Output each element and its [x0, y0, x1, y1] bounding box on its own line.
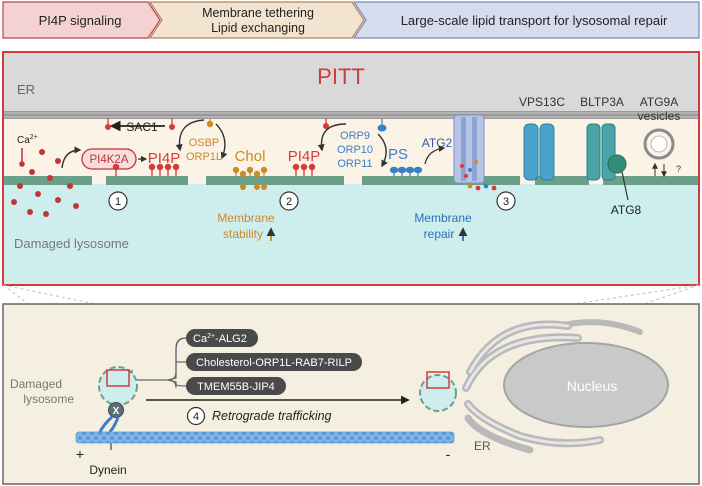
- vps13c-label: VPS13C: [519, 95, 565, 109]
- step-3-marker: 3: [496, 191, 516, 211]
- pathway-3-label: TMEM55B-JIP4: [197, 381, 275, 393]
- nucleus: [503, 342, 669, 428]
- stage-2-arrow: [148, 1, 365, 39]
- membrane-stability-line2: stability: [223, 227, 263, 241]
- atg9a-question: ?: [676, 164, 681, 174]
- stage-3-label: Large-scale lipid transport for lysosoma…: [401, 13, 668, 28]
- membrane-repair-line2: repair: [424, 227, 455, 241]
- atg2-label: ATG2: [422, 136, 453, 150]
- microtubule: [75, 431, 455, 444]
- pi4p-lipids-1: [112, 163, 180, 176]
- orp1l-label: ORP1L: [186, 151, 222, 163]
- svg-text:4: 4: [193, 411, 199, 423]
- step-2-marker: 2: [279, 191, 299, 211]
- pi4k2a-label: PI4K2A: [90, 154, 129, 166]
- stage-1-label: PI4P signaling: [39, 13, 122, 28]
- membrane-stability-line1: Membrane: [217, 211, 275, 225]
- stage-2-label-line2: Lipid exchanging: [211, 21, 305, 35]
- calcium-ions: [11, 149, 79, 217]
- pi4p-label-1: PI4P: [148, 150, 181, 167]
- pi4p-label-2: PI4P: [288, 148, 321, 165]
- pi4p-lipids-2: [292, 118, 330, 176]
- atg2-protein: [453, 114, 485, 184]
- svg-text:3: 3: [503, 196, 509, 208]
- calcium-label: Ca2+: [17, 134, 38, 146]
- pi4p-er-lipids: [104, 118, 176, 131]
- chol-label: Chol: [235, 148, 266, 165]
- lysosome-membrane: [4, 176, 698, 185]
- ps-er-lipid: [377, 119, 387, 132]
- nucleus-label: Nucleus: [567, 378, 618, 394]
- repaired-lysosome-icon: [419, 371, 457, 412]
- er-region: [4, 53, 698, 113]
- bottom-damaged-line1: Damaged: [10, 377, 62, 391]
- step-4-marker: 4: [186, 406, 206, 426]
- stage-2-label-line1: Membrane tethering: [202, 6, 314, 20]
- chol-lipids: [232, 166, 268, 191]
- stage-banner: PI4P signaling Membrane tethering Lipid …: [2, 1, 700, 39]
- bottom-er-label: ER: [474, 439, 491, 453]
- pathway-box-2: [186, 353, 362, 371]
- ps-lipids: [389, 166, 423, 176]
- orp9-label: ORP9: [340, 130, 370, 142]
- retrograde-label: Retrograde trafficking: [212, 409, 332, 423]
- sac1-label: SAC1: [126, 120, 158, 134]
- atg9a-label-line2: vesicles: [638, 109, 681, 123]
- damaged-lysosome-label: Damaged lysosome: [14, 236, 129, 251]
- membrane-repair-line1: Membrane: [414, 211, 472, 225]
- stage-1-arrow: [2, 1, 161, 39]
- vps13c-protein: [523, 123, 555, 181]
- step-1-marker: 1: [108, 191, 128, 211]
- dynein-label: Dynein: [89, 463, 126, 477]
- orp11-label: ORP11: [337, 158, 372, 170]
- repair-lipids: [467, 183, 497, 191]
- trafficking-panel: Ca2+-ALG2 Cholesterol-ORP1L-RAB7-RILP TM…: [2, 303, 700, 485]
- atg8-label: ATG8: [611, 203, 642, 217]
- orp10-label: ORP10: [337, 144, 373, 156]
- osbp-label: OSBP: [189, 137, 220, 149]
- pathway-box-1: [186, 329, 258, 347]
- pitt-title: PITT: [317, 64, 365, 89]
- er-membrane: [4, 111, 698, 119]
- er-label: ER: [17, 82, 35, 97]
- pathway-1-label: Ca2+-ALG2: [193, 333, 247, 345]
- stage-3-arrow: [352, 1, 700, 39]
- bottom-damaged-line2: lysosome: [23, 392, 74, 406]
- svg-text:1: 1: [115, 196, 121, 208]
- ps-label: PS: [388, 146, 408, 163]
- blocked-x-mark: X: [113, 406, 120, 417]
- pathway-2-label: Cholesterol-ORP1L-RAB7-RILP: [196, 357, 352, 369]
- damaged-lysosome-icon: [98, 366, 138, 406]
- pi4k2a-box: [81, 148, 137, 170]
- lysosome-lumen: [4, 184, 698, 284]
- bltp3a-label: BLTP3A: [580, 95, 624, 109]
- atg9a-vesicle: [643, 128, 675, 178]
- atg9a-label-line1: ATG9A: [640, 95, 678, 109]
- plus-end-label: +: [76, 446, 84, 462]
- pathway-box-3: [186, 377, 286, 395]
- minus-end-label: -: [446, 446, 451, 462]
- svg-text:2: 2: [286, 196, 292, 208]
- chol-er-lipids: [206, 119, 214, 128]
- pitt-panel: PITT ER Ca2+ PI4K2A PI4P SAC1: [2, 51, 700, 286]
- bltp3a-protein: [586, 123, 629, 201]
